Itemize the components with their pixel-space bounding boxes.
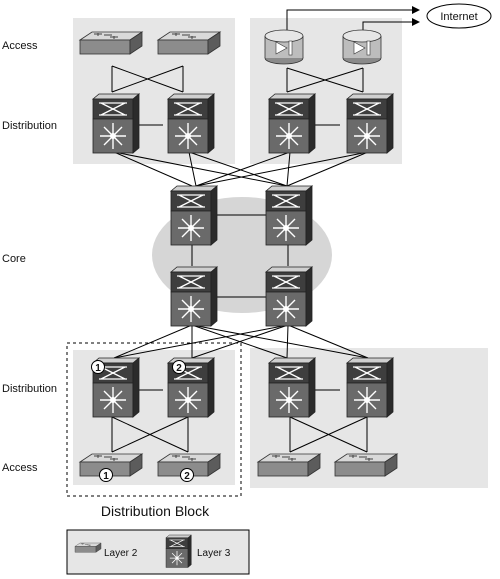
top-access-switch-left: [79, 31, 143, 55]
label-access-bottom: Access: [2, 462, 38, 474]
svg-text:2: 2: [176, 363, 182, 374]
top-access-switch-right: [157, 31, 221, 55]
svg-text:2: 2: [184, 471, 190, 482]
label-distribution-bottom: Distribution: [2, 383, 57, 395]
label-core: Core: [2, 253, 26, 265]
legend: Layer 2 Layer 3: [66, 529, 250, 575]
legend-layer3-label: Layer 3: [197, 548, 231, 559]
distribution-block-outline: [66, 342, 242, 497]
legend-layer2-label: Layer 2: [104, 548, 138, 559]
internet-router-right: [342, 29, 382, 65]
svg-text:1: 1: [95, 363, 101, 374]
core-switch-bottom-left: [170, 266, 218, 327]
internet-label: Internet: [440, 11, 477, 23]
top-distribution-switch-4: [346, 93, 394, 154]
core-switch-top-right: [265, 185, 313, 246]
bottom-distribution-switch-3: [268, 357, 316, 418]
top-distribution-switch-1: [92, 93, 140, 154]
label-distribution-top: Distribution: [2, 120, 57, 132]
badge-access-1: 1: [99, 468, 113, 482]
top-distribution-switch-2: [167, 93, 215, 154]
internet-arrowheads: [412, 6, 420, 26]
bottom-access-switch-4: [334, 453, 398, 477]
core-switch-bottom-right: [265, 266, 313, 327]
internet-cloud: [426, 3, 492, 29]
bottom-access-switch-3: [257, 453, 321, 477]
distribution-block-label: Distribution Block: [101, 503, 210, 519]
network-links: [111, 9, 418, 453]
top-distribution-switch-3: [268, 93, 316, 154]
bottom-distribution-switch-4: [346, 357, 394, 418]
badge-distribution-2: 2: [172, 360, 186, 374]
badge-access-2: 2: [180, 468, 194, 482]
internet-router-left: [264, 29, 304, 65]
svg-text:1: 1: [103, 471, 109, 482]
core-switch-top-left: [170, 185, 218, 246]
label-access-top: Access: [2, 40, 38, 52]
badge-distribution-1: 1: [91, 360, 105, 374]
